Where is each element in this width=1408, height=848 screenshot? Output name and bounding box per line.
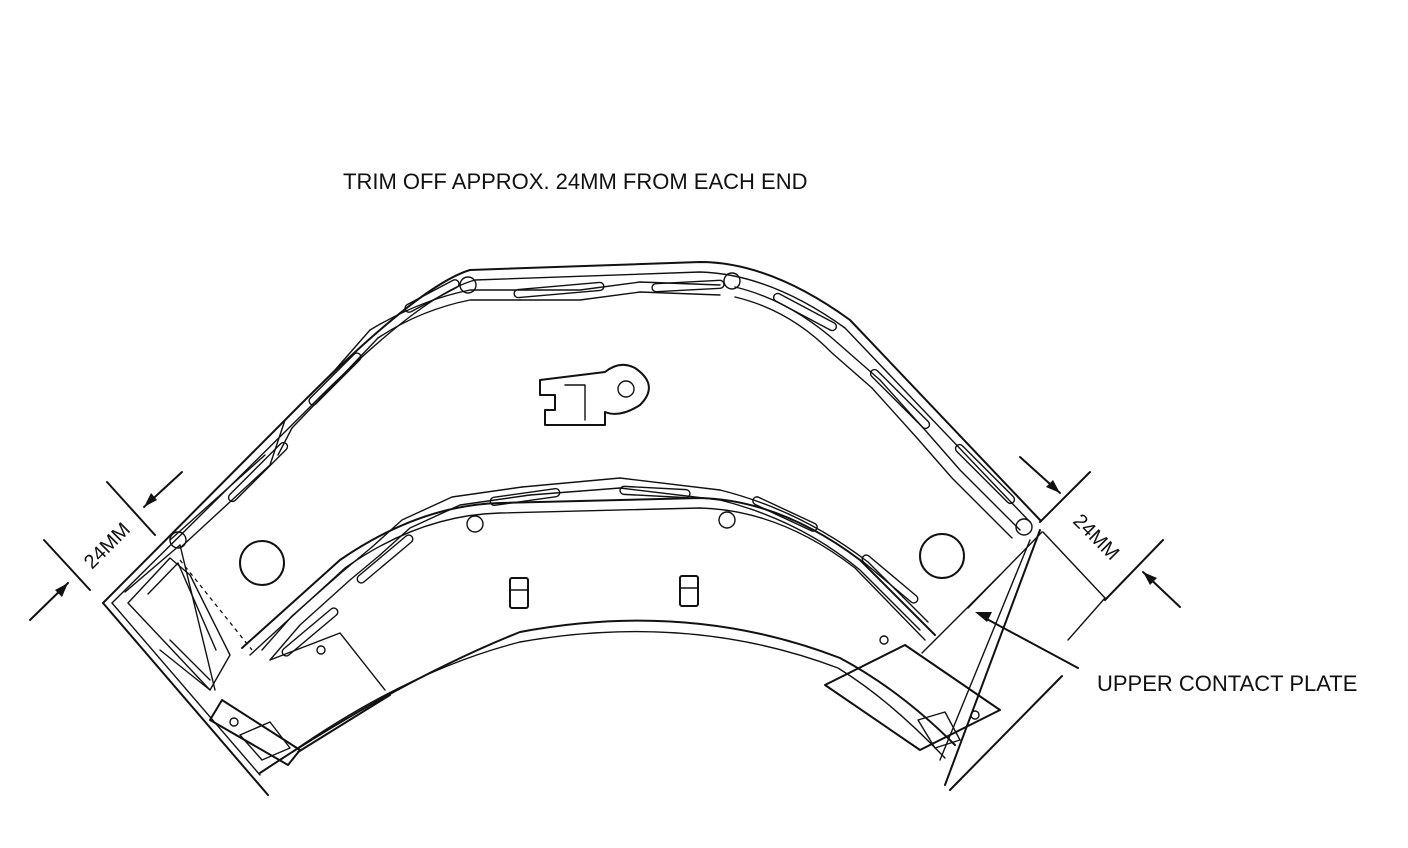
slot-rails: [127, 279, 1021, 691]
rivet-holes: [169, 272, 1033, 586]
clips: [509, 575, 699, 609]
callout-label: UPPER CONTACT PLATE: [1097, 671, 1357, 696]
right-dimension-label: 24MM: [1068, 510, 1123, 565]
center-bracket: [539, 363, 650, 426]
trim-instruction: TRIM OFF APPROX. 24MM FROM EACH END: [343, 169, 807, 194]
left-trim-line: [179, 559, 253, 651]
upper-contact-plate-callout: UPPER CONTACT PLATE: [975, 612, 1357, 696]
right-dimension: 24MM: [1019, 456, 1181, 608]
plate-body: [102, 261, 1106, 796]
left-dimension-label: 24MM: [80, 519, 135, 574]
